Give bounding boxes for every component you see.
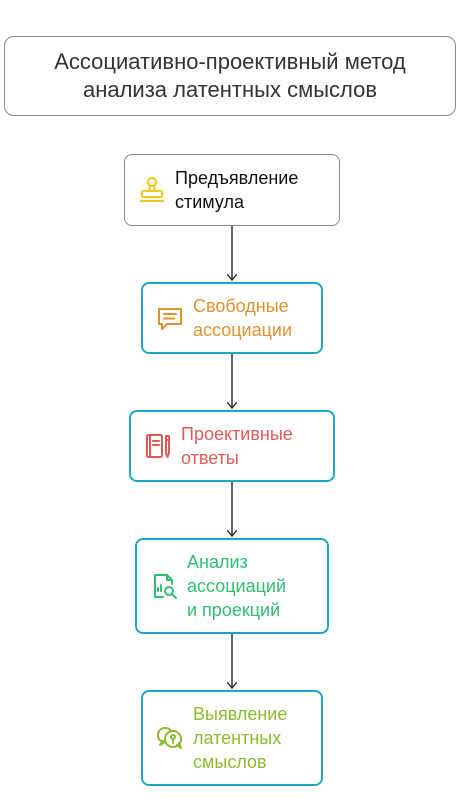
stamp-icon [135,173,169,207]
step-stimulus: Предъявление стимула [124,154,340,226]
step-analysis-label: Анализ ассоциаций и проекций [187,552,287,620]
document-search-icon [147,569,181,603]
step-latent-label: Выявление латентных смыслов [193,704,288,772]
diagram-title-box: Ассоциативно-проективный метод анализа л… [4,36,456,116]
step-latent: Выявление латентных смыслов [141,690,323,786]
chat-bubbles-icon [153,721,187,755]
speech-bubble-icon [153,301,187,335]
step-associations-label: Свободные ассоциации [193,296,293,340]
step-projective: Проективные ответы [129,410,335,482]
step-analysis: Анализ ассоциаций и проекций [135,538,329,634]
notebook-pencil-icon [141,429,175,463]
step-projective-label: Проективные ответы [181,424,293,468]
diagram-title: Ассоциативно-проективный метод анализа л… [54,49,406,102]
step-stimulus-label: Предъявление стимула [175,168,299,212]
step-associations: Свободные ассоциации [141,282,323,354]
